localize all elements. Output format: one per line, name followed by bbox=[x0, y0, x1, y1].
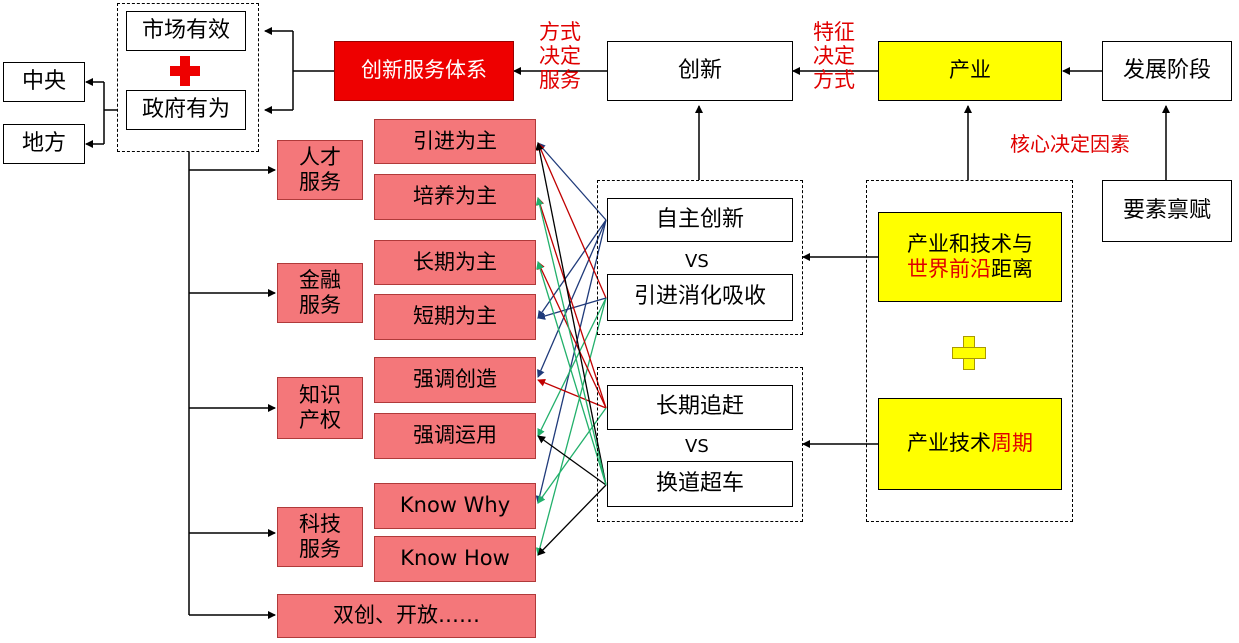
lane-change-overtake-box: 换道超车 bbox=[607, 461, 793, 507]
development-stage-box: 发展阶段 bbox=[1102, 41, 1232, 101]
innovation-label: 创新 bbox=[677, 57, 722, 83]
industry-box: 产业 bbox=[878, 41, 1062, 101]
innovation-mode-group-2 bbox=[597, 367, 803, 522]
option-label: 长期为主 bbox=[413, 249, 497, 274]
option-label: 引进为主 bbox=[413, 128, 497, 153]
option-label: Know How bbox=[400, 546, 510, 571]
option-label: 培养为主 bbox=[413, 184, 497, 209]
cycle-prefix: 产业技术 bbox=[907, 431, 991, 456]
distance-prefix: 产业和技术与 bbox=[907, 231, 1033, 256]
option-label: 强调创造 bbox=[413, 367, 497, 392]
system-label: 创新服务体系 bbox=[361, 58, 487, 83]
catchup-label: 长期追赶 bbox=[655, 394, 744, 420]
option-long-term: 长期为主 bbox=[374, 240, 536, 285]
talent-service-box: 人才 服务 bbox=[277, 140, 363, 200]
local-label: 地方 bbox=[21, 130, 66, 156]
option-know-how: Know How bbox=[374, 536, 536, 582]
frontier-distance-box: 产业和技术与 世界前沿距离 bbox=[878, 212, 1062, 302]
endowment-label: 要素禀赋 bbox=[1122, 197, 1211, 223]
extra-service-label: 双创、开放…… bbox=[333, 603, 480, 628]
option-train-talent: 培养为主 bbox=[374, 174, 536, 220]
stage-label: 发展阶段 bbox=[1122, 57, 1211, 83]
yellow-plus-icon bbox=[952, 336, 986, 370]
market-label: 市场有效 bbox=[141, 17, 230, 43]
option-emphasize-application: 强调运用 bbox=[374, 413, 536, 459]
local-box: 地方 bbox=[3, 124, 85, 164]
innovation-mode-group-1 bbox=[597, 180, 803, 335]
factor-endowment-box: 要素禀赋 bbox=[1102, 180, 1232, 242]
tech-service-box: 科技 服务 bbox=[277, 507, 363, 567]
mode-decides-service-label: 方式 决定 服务 bbox=[539, 20, 581, 93]
central-label: 中央 bbox=[21, 68, 66, 94]
leapfrog-label: 换道超车 bbox=[655, 470, 744, 496]
option-label: Know Why bbox=[399, 493, 511, 518]
distance-suffix: 距离 bbox=[991, 257, 1033, 281]
factor-group bbox=[866, 180, 1073, 522]
tech-cycle-box: 产业技术周期 bbox=[878, 398, 1062, 490]
feature-decides-mode-label: 特征 决定 方式 bbox=[813, 20, 855, 93]
market-box: 市场有效 bbox=[126, 11, 246, 51]
ip-service-box: 知识 产权 bbox=[277, 377, 363, 439]
long-term-catchup-box: 长期追赶 bbox=[607, 385, 793, 430]
option-emphasize-creation: 强调创造 bbox=[374, 357, 536, 403]
market-government-group bbox=[117, 3, 259, 152]
red-plus-icon bbox=[170, 56, 200, 86]
independent-innovation-box: 自主创新 bbox=[607, 198, 793, 242]
independent-label: 自主创新 bbox=[655, 206, 744, 232]
industry-label: 产业 bbox=[949, 58, 991, 83]
extra-service-box: 双创、开放…… bbox=[277, 594, 536, 638]
central-box: 中央 bbox=[3, 62, 85, 102]
government-label: 政府有为 bbox=[141, 96, 230, 122]
government-box: 政府有为 bbox=[126, 90, 246, 130]
vs-label: VS bbox=[685, 436, 709, 457]
financial-service-box: 金融 服务 bbox=[277, 263, 363, 323]
innovation-service-system-box: 创新服务体系 bbox=[334, 41, 514, 101]
core-factor-label: 核心决定因素 bbox=[1010, 132, 1130, 156]
cycle-highlight: 周期 bbox=[991, 431, 1033, 456]
vs-label: VS bbox=[685, 251, 709, 272]
option-import-talent: 引进为主 bbox=[374, 119, 536, 164]
innovation-box: 创新 bbox=[607, 41, 793, 101]
option-know-why: Know Why bbox=[374, 483, 536, 529]
frontier-highlight: 世界前沿 bbox=[907, 257, 991, 281]
import-absorb-box: 引进消化吸收 bbox=[607, 274, 793, 321]
import-label: 引进消化吸收 bbox=[633, 284, 766, 310]
option-label: 短期为主 bbox=[413, 304, 497, 329]
option-label: 强调运用 bbox=[413, 423, 497, 448]
option-short-term: 短期为主 bbox=[374, 294, 536, 340]
